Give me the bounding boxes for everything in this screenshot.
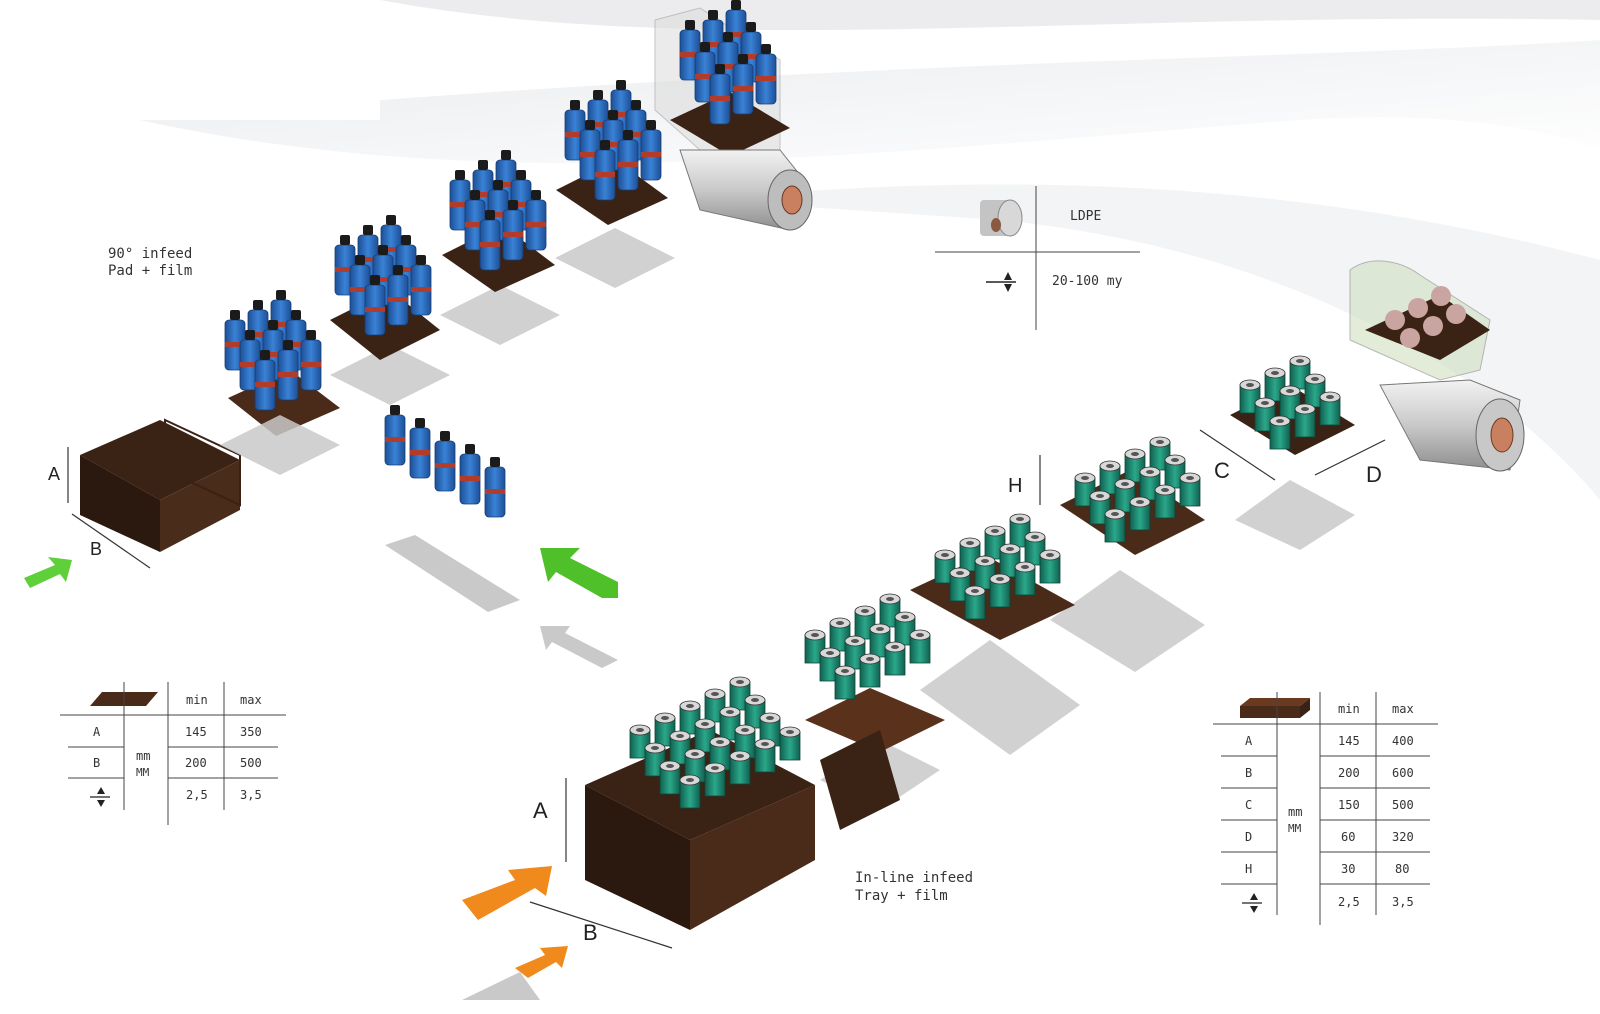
dim-b-label: B — [90, 539, 102, 559]
thickness-icon — [986, 272, 1016, 292]
film-wrap-station — [1349, 260, 1525, 472]
pad-header-min: min — [186, 693, 208, 707]
tray-row-max: 400 — [1392, 734, 1414, 748]
bottle-row — [384, 404, 506, 518]
thickness-icon — [90, 787, 110, 807]
tray-row-min: 145 — [1338, 734, 1360, 748]
arrow-shadow — [462, 972, 540, 1000]
tray-row-label: A — [1245, 734, 1253, 748]
orange-arrow-icon — [515, 946, 568, 978]
film-thickness: 20-100 my — [1052, 274, 1123, 289]
tray-row-max: 500 — [1392, 798, 1414, 812]
pad-header-max: max — [240, 693, 262, 707]
dim-b-label: B — [583, 920, 598, 945]
bottle-group — [556, 79, 668, 225]
arrow-shadow — [540, 626, 618, 668]
tray-row-min: 60 — [1341, 830, 1355, 844]
green-arrow-icon — [24, 557, 72, 588]
pad-row-max: 500 — [240, 756, 262, 770]
bottle-group — [442, 149, 555, 292]
film-material: LDPE — [1070, 209, 1101, 224]
dim-h-label: H — [1008, 475, 1022, 497]
film-spec: LDPE 20-100 my — [935, 186, 1140, 330]
pad-row-min: 2,5 — [186, 788, 208, 802]
background-swoosh — [0, 0, 1600, 500]
tray-row-max: 320 — [1392, 830, 1414, 844]
tray-row-label: B — [1245, 766, 1252, 780]
dim-d-label: D — [1366, 462, 1382, 487]
tray-table: min max mm MM A 145 400 B 200 600 C 150 … — [1213, 692, 1438, 925]
infeed-inline-subtitle: Tray + film — [855, 888, 948, 904]
infeed-90-subtitle: Pad + film — [108, 263, 192, 279]
bottle-group — [330, 214, 440, 360]
tray-icon — [1240, 698, 1310, 718]
tray-header-min: min — [1338, 702, 1360, 716]
dim-a-label: A — [533, 798, 548, 823]
tray-row-max: 600 — [1392, 766, 1414, 780]
tray-unit: mm — [1288, 805, 1302, 819]
tray-header-max: max — [1392, 702, 1414, 716]
tray-row-max: 3,5 — [1392, 895, 1414, 909]
tray-row-min: 150 — [1338, 798, 1360, 812]
infeed-inline-line: A B H — [462, 260, 1525, 1000]
tray-group — [910, 513, 1075, 640]
thickness-icon — [1242, 893, 1262, 913]
row-shadow — [385, 535, 520, 612]
tray-group — [1060, 436, 1205, 555]
tray-group — [1230, 355, 1355, 455]
tray-row-max: 80 — [1395, 862, 1409, 876]
tray-blank — [805, 688, 945, 830]
tray-row-label: H — [1245, 862, 1252, 876]
infeed-inline-title: In-line infeed — [855, 870, 973, 886]
film-roll-icon — [980, 199, 1023, 237]
green-arrow-icon — [540, 548, 618, 598]
film-wrap-station — [654, 0, 813, 231]
tray-row-label: C — [1245, 798, 1252, 812]
pad-row-label: B — [93, 756, 100, 770]
can-group — [804, 593, 931, 700]
tray-row-min: 30 — [1341, 862, 1355, 876]
tray-row-label: D — [1245, 830, 1252, 844]
pad-row-min: 200 — [185, 756, 207, 770]
tray-row-min: 2,5 — [1338, 895, 1360, 909]
pad-row-max: 3,5 — [240, 788, 262, 802]
pad-magazine — [80, 418, 241, 552]
dim-c-label: C — [1214, 458, 1230, 483]
tray-row-min: 200 — [1338, 766, 1360, 780]
pad-unit-alt: MM — [136, 766, 150, 779]
dim-a-label: A — [48, 464, 60, 484]
pad-row-label: A — [93, 725, 101, 739]
orange-arrow-icon — [462, 866, 552, 920]
infeed-90-title: 90° infeed — [108, 246, 192, 262]
infeed-90-line: A B — [24, 0, 813, 668]
pad-unit: mm — [136, 749, 150, 763]
pad-row-max: 350 — [240, 725, 262, 739]
pad-row-min: 145 — [185, 725, 207, 739]
dim-b-line — [71, 513, 151, 569]
pad-table: min max mm MM A 145 350 B 200 500 2,5 3,… — [60, 682, 286, 825]
tray-unit-alt: MM — [1288, 822, 1302, 835]
